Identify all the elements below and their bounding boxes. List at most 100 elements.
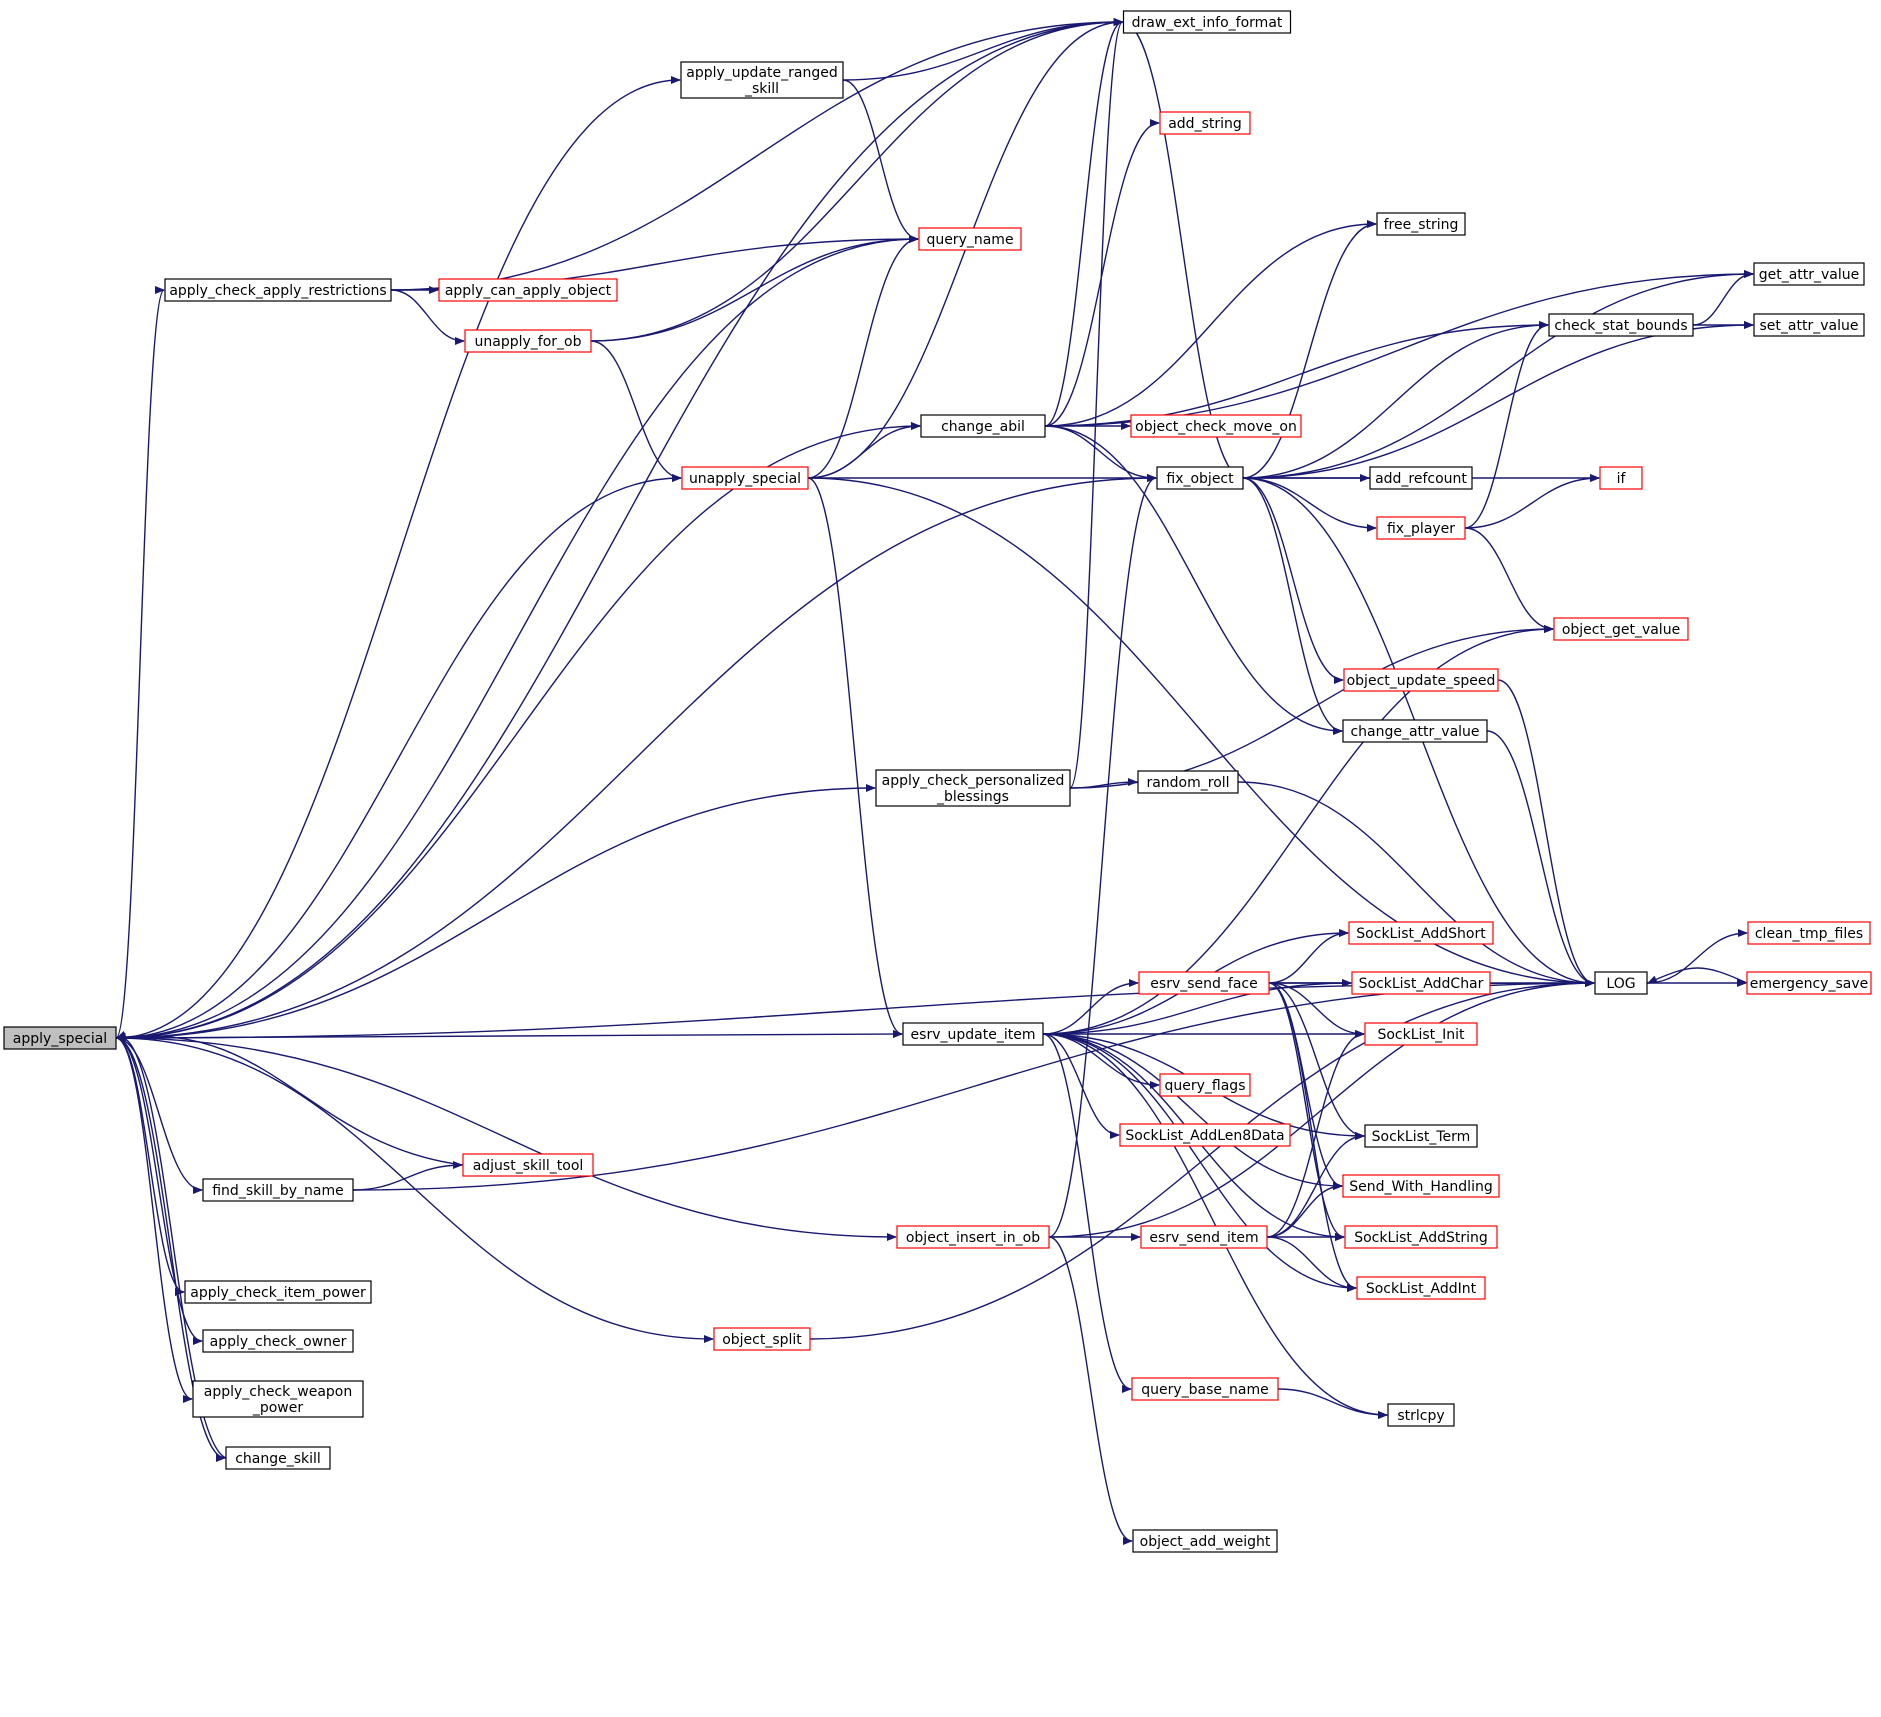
- edge-find_skill_by_name-to-adjust_skill_tool: [352, 1161, 463, 1191]
- edge-fix_player-to-check_stat_bounds: [1464, 321, 1549, 529]
- node-strlcpy[interactable]: strlcpy: [1387, 1403, 1455, 1427]
- node-query_base_name[interactable]: query_base_name: [1131, 1377, 1279, 1401]
- node-box: [1344, 1225, 1498, 1249]
- node-change_abil[interactable]: change_abil: [920, 414, 1046, 438]
- node-SockList_AddChar[interactable]: SockList_AddChar: [1351, 971, 1491, 995]
- node-esrv_send_face[interactable]: esrv_send_face: [1138, 971, 1270, 995]
- node-label: object_add_weight: [1140, 1534, 1271, 1550]
- node-box: [1137, 770, 1239, 794]
- node-Send_With_Handling[interactable]: Send_With_Handling: [1342, 1174, 1500, 1198]
- node-add_string[interactable]: add_string: [1159, 111, 1251, 135]
- edge-fix_object-to-check_stat_bounds: [1242, 321, 1549, 479]
- node-draw_ext_info_format[interactable]: draw_ext_info_format: [1122, 10, 1292, 34]
- node-esrv_update_item[interactable]: esrv_update_item: [902, 1022, 1044, 1046]
- node-if[interactable]: if: [1599, 466, 1643, 490]
- node-apply_check_apply_restrictions[interactable]: apply_check_apply_restrictions: [164, 278, 392, 302]
- node-apply_can_apply_object[interactable]: apply_can_apply_object: [438, 278, 618, 302]
- node-label: get_attr_value: [1759, 267, 1860, 283]
- node-object_update_speed[interactable]: object_update_speed: [1343, 668, 1499, 692]
- node-find_skill_by_name[interactable]: find_skill_by_name: [202, 1178, 354, 1202]
- node-object_get_value[interactable]: object_get_value: [1553, 617, 1689, 641]
- node-query_flags[interactable]: query_flags: [1159, 1073, 1251, 1097]
- edge-unapply_for_ob-to-draw_ext_info_format: [590, 18, 1124, 342]
- node-emergency_save[interactable]: emergency_save: [1746, 971, 1872, 995]
- node-check_stat_bounds[interactable]: check_stat_bounds: [1548, 313, 1694, 337]
- node-object_split[interactable]: object_split: [713, 1327, 811, 1351]
- node-label: apply_check_weapon: [204, 1384, 352, 1400]
- node-SockList_AddInt[interactable]: SockList_AddInt: [1356, 1276, 1486, 1300]
- node-apply_update_ranged_skill[interactable]: apply_update_ranged_skill: [680, 61, 844, 99]
- edge-change_abil-to-free_string: [1044, 220, 1377, 427]
- node-add_refcount[interactable]: add_refcount: [1369, 466, 1473, 490]
- node-object_check_move_on[interactable]: object_check_move_on: [1130, 414, 1302, 438]
- edge-fix_object-to-draw_ext_info_format: [1121, 18, 1244, 479]
- node-query_name[interactable]: query_name: [918, 227, 1022, 251]
- node-box: [1132, 1529, 1278, 1553]
- edge-object_insert_in_ob-to-fix_object: [1048, 474, 1157, 1238]
- node-box: [202, 1178, 354, 1202]
- node-label: SockList_AddString: [1354, 1230, 1488, 1246]
- node-label: check_stat_bounds: [1554, 318, 1687, 334]
- node-label: object_insert_in_ob: [906, 1230, 1040, 1246]
- node-fix_player[interactable]: fix_player: [1376, 516, 1466, 540]
- node-apply_check_owner[interactable]: apply_check_owner: [202, 1329, 354, 1353]
- node-LOG[interactable]: LOG: [1594, 971, 1648, 995]
- node-box: [1130, 414, 1302, 438]
- node-SockList_AddLen8Data[interactable]: SockList_AddLen8Data: [1119, 1123, 1291, 1147]
- node-box: [225, 1446, 331, 1470]
- node-label: random_roll: [1146, 775, 1229, 791]
- node-label: esrv_send_item: [1149, 1230, 1258, 1246]
- node-SockList_Term[interactable]: SockList_Term: [1364, 1124, 1478, 1148]
- node-label: if: [1617, 471, 1627, 487]
- edge-apply_special-to-query_name: [115, 235, 919, 1039]
- node-apply_check_personalized_blessings[interactable]: apply_check_personalized_blessings: [875, 769, 1071, 807]
- node-label: SockList_AddShort: [1356, 926, 1486, 942]
- node-box: [464, 329, 592, 353]
- node-free_string[interactable]: free_string: [1376, 212, 1466, 236]
- node-label: query_flags: [1165, 1078, 1246, 1094]
- node-SockList_Init[interactable]: SockList_Init: [1364, 1022, 1478, 1046]
- node-change_attr_value[interactable]: change_attr_value: [1342, 719, 1488, 743]
- node-object_insert_in_ob[interactable]: object_insert_in_ob: [896, 1225, 1050, 1249]
- edge-esrv_send_item-to-SockList_Term: [1266, 1132, 1365, 1238]
- node-apply_check_weapon_power[interactable]: apply_check_weapon_power: [192, 1380, 364, 1418]
- node-label: strlcpy: [1397, 1408, 1444, 1424]
- node-apply_special[interactable]: apply_special: [3, 1026, 117, 1050]
- node-unapply_for_ob[interactable]: unapply_for_ob: [464, 329, 592, 353]
- node-box: [1122, 10, 1292, 34]
- node-set_attr_value[interactable]: set_attr_value: [1753, 313, 1865, 337]
- node-label: apply_check_item_power: [190, 1285, 366, 1301]
- node-fix_object[interactable]: fix_object: [1156, 466, 1244, 490]
- edge-unapply_special-to-change_abil: [807, 422, 921, 479]
- node-label: change_abil: [941, 419, 1025, 435]
- edge-find_skill_by_name-to-LOG: [352, 979, 1595, 1191]
- edge-unapply_special-to-LOG: [807, 477, 1595, 987]
- node-esrv_send_item[interactable]: esrv_send_item: [1140, 1225, 1268, 1249]
- edge-apply_special-to-apply_check_personalized_blessings: [115, 784, 876, 1039]
- node-box: [680, 61, 844, 99]
- edge-apply_special-to-draw_ext_info_format: [115, 18, 1124, 1039]
- node-clean_tmp_files[interactable]: clean_tmp_files: [1747, 921, 1871, 945]
- edge-check_stat_bounds-to-get_attr_value: [1692, 270, 1754, 326]
- node-change_skill[interactable]: change_skill: [225, 1446, 331, 1470]
- node-box: [202, 1329, 354, 1353]
- node-adjust_skill_tool[interactable]: adjust_skill_tool: [462, 1153, 594, 1177]
- node-SockList_AddString[interactable]: SockList_AddString: [1344, 1225, 1498, 1249]
- edge-apply_special-to-fix_object: [115, 474, 1157, 1039]
- node-object_add_weight[interactable]: object_add_weight: [1132, 1529, 1278, 1553]
- node-box: [1356, 1276, 1486, 1300]
- node-label: unapply_special: [689, 471, 801, 487]
- edge-fix_object-to-get_attr_value: [1242, 270, 1754, 479]
- edge-apply_special-to-apply_update_ranged_skill: [115, 76, 681, 1039]
- node-label: _skill: [744, 81, 779, 97]
- node-box: [3, 1026, 117, 1050]
- node-random_roll[interactable]: random_roll: [1137, 770, 1239, 794]
- node-box: [1342, 719, 1488, 743]
- node-box: [1131, 1377, 1279, 1401]
- node-label: query_name: [926, 232, 1013, 248]
- node-apply_check_item_power[interactable]: apply_check_item_power: [184, 1280, 372, 1304]
- node-get_attr_value[interactable]: get_attr_value: [1753, 262, 1865, 286]
- node-SockList_AddShort[interactable]: SockList_AddShort: [1348, 921, 1494, 945]
- edge-apply_special-to-change_skill: [115, 1037, 226, 1462]
- node-unapply_special[interactable]: unapply_special: [681, 466, 809, 490]
